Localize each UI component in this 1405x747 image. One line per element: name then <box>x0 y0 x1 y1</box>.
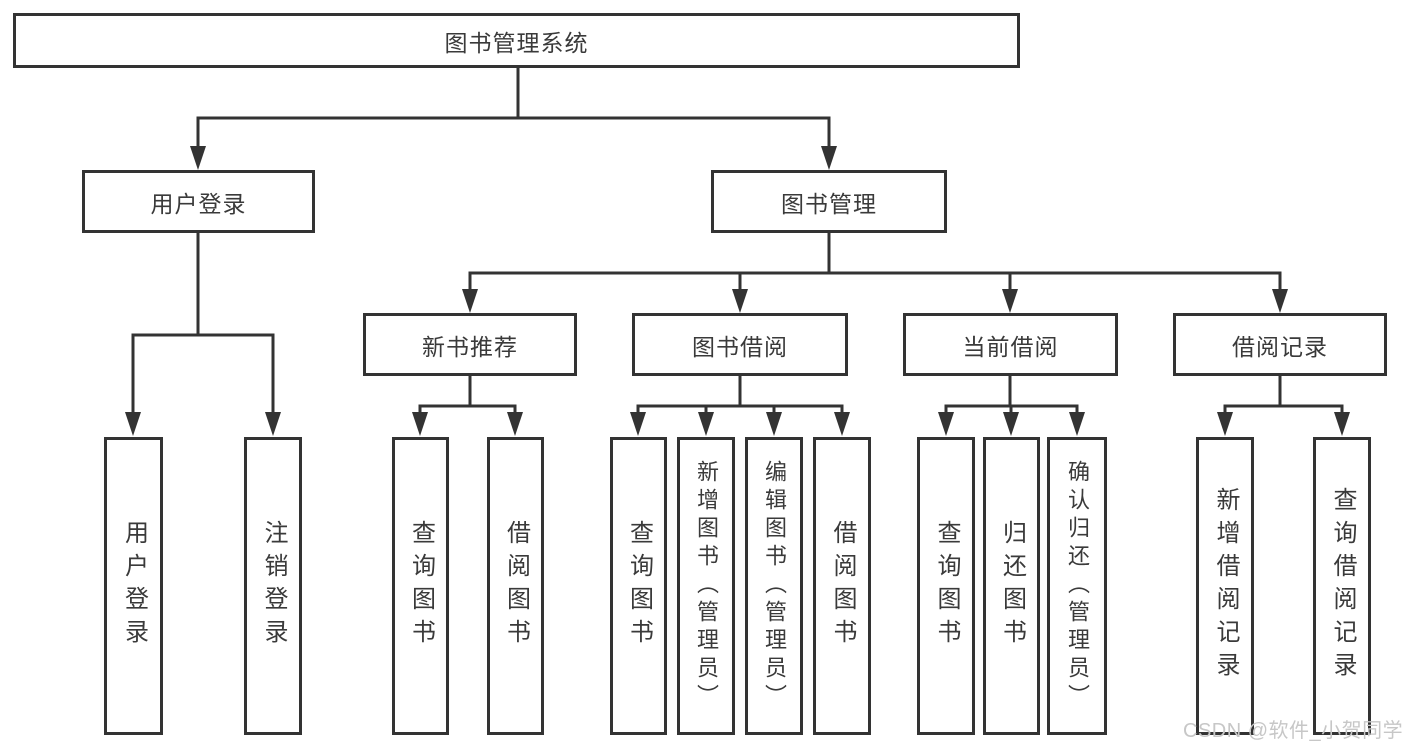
leaf-query-book-recommend: 查询图书 <box>392 437 449 735</box>
leaf-edit-book-admin: 编辑图书（管理员） <box>745 437 803 735</box>
leaf-query-borrow-record: 查询借阅记录 <box>1313 437 1371 735</box>
arrowheads <box>125 146 1350 436</box>
node-new-book-recommend: 新书推荐 <box>363 313 577 376</box>
csdn-watermark: CSDN @软件_小贺同学 <box>1183 720 1404 742</box>
leaf-user-login: 用户登录 <box>104 437 163 735</box>
leaf-confirm-return-admin: 确认归还（管理员） <box>1047 437 1107 735</box>
leaf-logout-label: 注销登录 <box>260 520 287 652</box>
node-user-login: 用户登录 <box>82 170 315 233</box>
leaf-query-book-current-label: 查询图书 <box>933 520 960 652</box>
leaf-query-book-recommend-label: 查询图书 <box>407 520 435 652</box>
leaf-borrow-book: 借阅图书 <box>813 437 871 735</box>
leaf-query-book-borrow-label: 查询图书 <box>625 520 653 652</box>
node-borrow-records: 借阅记录 <box>1173 313 1387 376</box>
leaf-return-book-label: 归还图书 <box>998 520 1026 652</box>
leaf-add-book-admin-label: 新增图书（管理员） <box>694 460 719 712</box>
leaf-edit-book-admin-label: 编辑图书（管理员） <box>762 460 787 712</box>
leaf-confirm-return-admin-label: 确认归还（管理员） <box>1065 460 1090 712</box>
leaf-borrow-book-recommend-label: 借阅图书 <box>502 520 530 652</box>
leaf-query-book-borrow: 查询图书 <box>610 437 667 735</box>
node-current-borrow: 当前借阅 <box>903 313 1118 376</box>
leaf-user-login-label: 用户登录 <box>120 520 148 652</box>
leaf-borrow-book-recommend: 借阅图书 <box>487 437 544 735</box>
leaf-return-book: 归还图书 <box>983 437 1040 735</box>
node-book-management: 图书管理 <box>711 170 947 233</box>
leaf-logout: 注销登录 <box>244 437 302 735</box>
node-book-borrow: 图书借阅 <box>632 313 848 376</box>
leaf-add-book-admin: 新增图书（管理员） <box>677 437 735 735</box>
leaf-borrow-book-label: 借阅图书 <box>829 520 856 652</box>
leaf-add-borrow-record-label: 新增借阅记录 <box>1212 487 1239 685</box>
node-system-root: 图书管理系统 <box>13 13 1020 68</box>
leaf-add-borrow-record: 新增借阅记录 <box>1196 437 1254 735</box>
leaf-query-borrow-record-label: 查询借阅记录 <box>1329 487 1356 685</box>
leaf-query-book-current: 查询图书 <box>917 437 975 735</box>
